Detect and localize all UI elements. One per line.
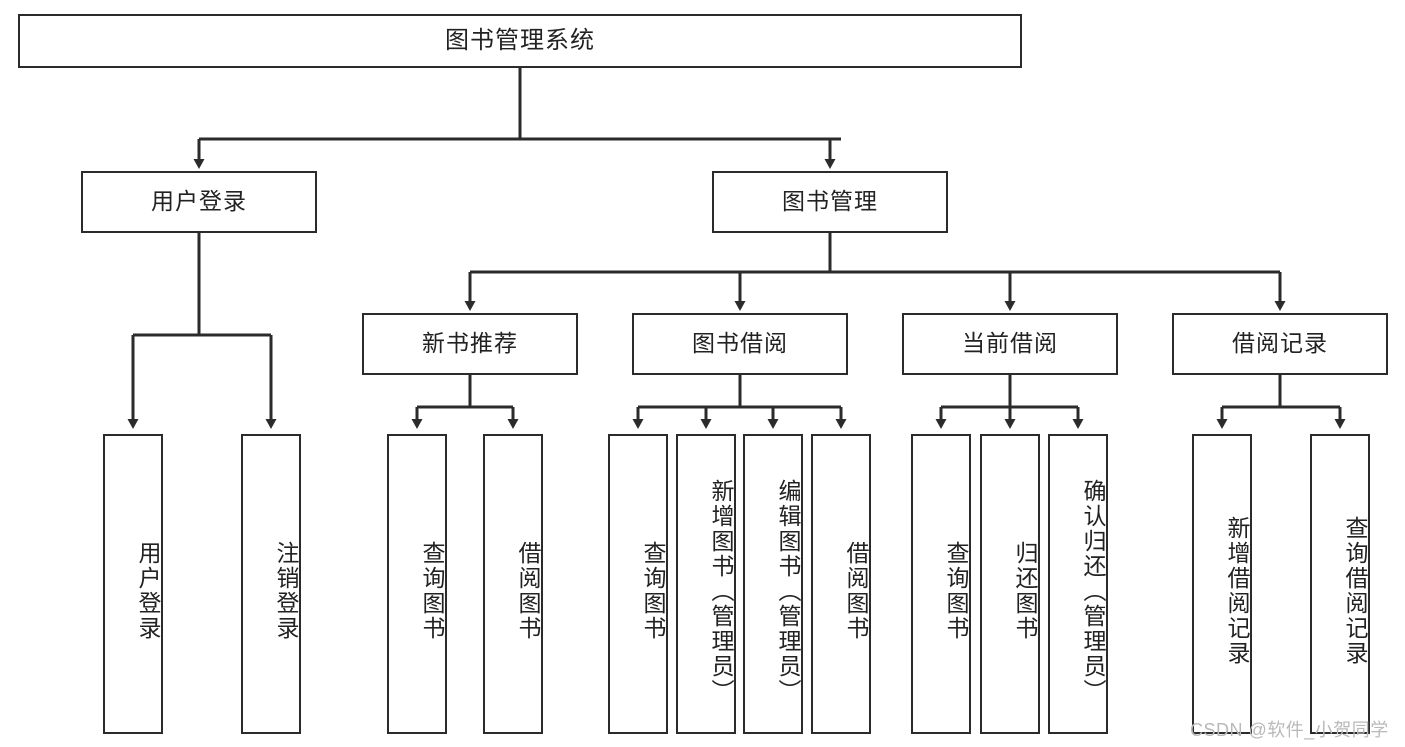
leaf-return-book[interactable]: 归还图书 — [980, 434, 1040, 734]
node-current-borrow[interactable]: 当前借阅 — [902, 313, 1118, 375]
leaf-query-book-borrow[interactable]: 查询图书 — [608, 434, 668, 734]
csdn-watermark: CSDN @软件_小贺同学 — [1190, 720, 1389, 740]
leaf-user-login[interactable]: 用户登录 — [103, 434, 163, 734]
node-book-management[interactable]: 图书管理 — [712, 171, 948, 233]
leaf-add-book-admin[interactable]: 新增图书（管理员） — [676, 434, 736, 734]
leaf-query-book-recommend[interactable]: 查询图书 — [387, 434, 447, 734]
node-borrow-record[interactable]: 借阅记录 — [1172, 313, 1388, 375]
leaf-borrow-book-recommend[interactable]: 借阅图书 — [483, 434, 543, 734]
leaf-query-borrow-record[interactable]: 查询借阅记录 — [1310, 434, 1370, 734]
leaf-edit-book-admin[interactable]: 编辑图书（管理员） — [743, 434, 803, 734]
leaf-borrow-book[interactable]: 借阅图书 — [811, 434, 871, 734]
leaf-query-book-current[interactable]: 查询图书 — [911, 434, 971, 734]
node-new-book-recommend[interactable]: 新书推荐 — [362, 313, 578, 375]
leaf-confirm-return-admin[interactable]: 确认归还（管理员） — [1048, 434, 1108, 734]
leaf-logout-login[interactable]: 注销登录 — [241, 434, 301, 734]
leaf-add-borrow-record[interactable]: 新增借阅记录 — [1192, 434, 1252, 734]
node-book-borrow[interactable]: 图书借阅 — [632, 313, 848, 375]
node-user-login[interactable]: 用户登录 — [81, 171, 317, 233]
node-root[interactable]: 图书管理系统 — [18, 14, 1022, 68]
